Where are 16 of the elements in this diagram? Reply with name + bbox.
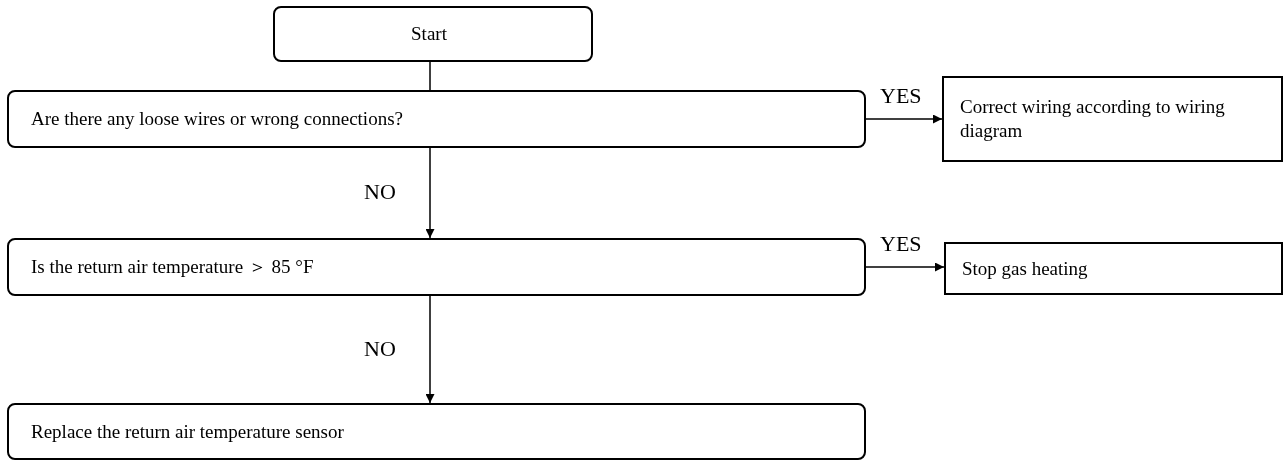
result-box (944, 242, 1283, 295)
process-box (7, 90, 866, 148)
arrow (865, 262, 945, 272)
node-text: Start (411, 22, 447, 46)
process-box (7, 403, 866, 460)
arrow (425, 147, 435, 239)
node-text: Correct wiring according to wiring diagram (960, 95, 1226, 143)
process-box (7, 238, 866, 296)
node-text: Is the return air temperature ＞ 85 °F (31, 255, 314, 279)
node-text: Are there any loose wires or wrong connections? (31, 107, 403, 131)
process-box (273, 6, 593, 62)
arrow (425, 295, 435, 404)
node-text: Replace the return air temperature sensor (31, 419, 344, 444)
arrow (865, 114, 943, 124)
node-text: Stop gas heating (962, 256, 1088, 281)
result-box (942, 76, 1283, 162)
